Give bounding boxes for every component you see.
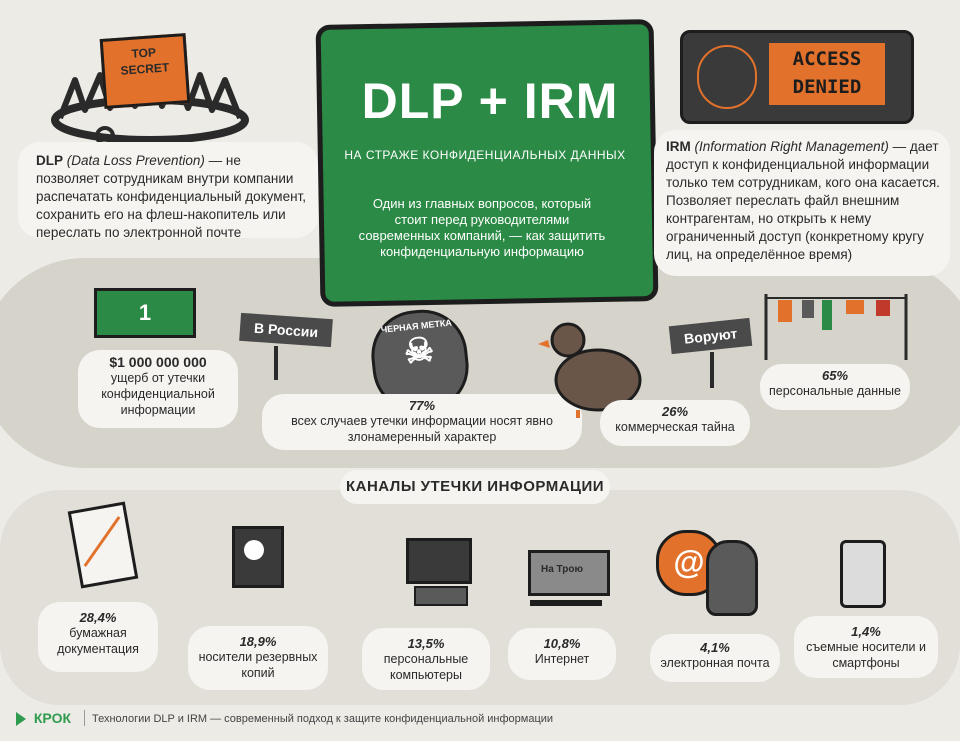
channel-backup: 18,9% носители резервных копий (188, 634, 328, 681)
email-symbol: @ (673, 544, 705, 580)
channel-email-label: электронная почта (660, 656, 770, 670)
intro-text: Один из главных вопросов, который стоит … (358, 196, 606, 259)
channel-backup-label: носители резервных копий (198, 650, 318, 680)
dlp-description: DLP (Data Loss Prevention) — не позволяе… (36, 152, 306, 242)
page-subtitle: НА СТРАЖЕ КОНФИДЕНЦИАЛЬНЫХ ДАННЫХ (344, 148, 626, 162)
channel-paper: 28,4% бумажная документация (38, 610, 158, 657)
channel-removable-cloud (794, 616, 938, 678)
phone-tools-icon (840, 540, 886, 608)
irm-expansion: (Information Right Management) (694, 139, 889, 154)
dlp-text: — не позволяет сотрудникам внутри компан… (36, 153, 306, 240)
channel-paper-cloud (38, 602, 158, 672)
damage-label: ущерб от утечки конфиденциальной информа… (101, 371, 215, 417)
safe-carriers-icon (196, 522, 316, 602)
access-denied-line2: DENIED (792, 76, 862, 98)
banknote-value: 1 (138, 300, 152, 325)
channel-pc: 13,5% персональные компьютеры (362, 636, 490, 683)
commercial-cloud (600, 400, 750, 446)
fingerprint-icon (697, 45, 757, 109)
channel-removable: 1,4% съемные носители и смартфоны (794, 624, 938, 671)
krok-logo-mark (16, 712, 26, 727)
sign-steal-label: Воруют (683, 325, 738, 347)
dlp-term: DLP (36, 153, 63, 168)
banknote-icon: 1 (94, 288, 196, 338)
channel-email-value: 4,1% (700, 640, 730, 655)
channel-internet-cloud (508, 628, 616, 680)
personal-stat: 65% персональные данные (760, 368, 910, 399)
channel-paper-value: 28,4% (79, 610, 117, 625)
dlp-cloud (18, 142, 318, 238)
irm-description: IRM (Information Right Management) — дае… (666, 138, 942, 264)
channel-paper-label: бумажная документация (57, 626, 139, 656)
personal-label: персональные данные (769, 384, 901, 398)
channel-removable-label: съемные носители и смартфоны (806, 640, 926, 670)
personal-cloud (760, 364, 910, 410)
flying-document-icon (50, 500, 150, 590)
channel-backup-value: 18,9% (239, 634, 277, 649)
footer-separator (84, 710, 85, 726)
malicious-value: 77% (408, 398, 436, 413)
commercial-stat: 26% коммерческая тайна (600, 404, 750, 435)
channel-backup-cloud (188, 626, 328, 690)
access-denied-line1: ACCESS (792, 48, 862, 70)
damage-stat: $1 000 000 000 ущерб от утечки конфиденц… (82, 354, 234, 418)
access-denied-sign: ACCESS DENIED (769, 43, 885, 105)
commercial-value: 26% (661, 404, 689, 419)
clothesline-icon (756, 290, 916, 365)
channel-internet-label: Интернет (534, 652, 590, 666)
page-title: DLP + IRM (361, 73, 619, 129)
monitor-screen: ACCESS DENIED (680, 30, 914, 124)
top-secret-folder: TOP SECRET (99, 33, 191, 109)
malicious-cloud (262, 394, 582, 450)
channel-pc-value: 13,5% (407, 636, 445, 651)
channel-internet-value: 10,8% (543, 636, 581, 651)
damage-value: $1 000 000 000 (109, 354, 207, 370)
sign-steal-post (710, 352, 714, 388)
personal-value: 65% (821, 368, 849, 383)
channel-removable-value: 1,4% (851, 624, 881, 639)
irm-term: IRM (666, 139, 691, 154)
malicious-label: всех случаев утечки информации носят явн… (291, 414, 553, 444)
damage-cloud (78, 350, 238, 428)
irm-cloud (654, 130, 950, 276)
channel-pc-label: персональные компьютеры (383, 652, 469, 682)
computer-monster-icon (400, 530, 480, 610)
horse-label: На Трою (540, 564, 584, 575)
rat-icon (706, 540, 758, 616)
commercial-label: коммерческая тайна (615, 420, 735, 434)
channel-pc-cloud (362, 628, 490, 690)
dlp-expansion: (Data Loss Prevention) (66, 153, 205, 168)
footer-text: Технологии DLP и IRM — современный подхо… (92, 713, 554, 725)
channel-email-cloud (650, 634, 780, 682)
krok-logo-text: КРОК (33, 710, 72, 726)
channel-internet: 10,8% Интернет (508, 636, 616, 667)
irm-text: — дает доступ к конфиденциальной информа… (666, 139, 940, 262)
channels-heading: КАНАЛЫ УТЕЧКИ ИНФОРМАЦИИ (340, 470, 610, 504)
krok-logo[interactable]: КРОК (16, 710, 72, 727)
green-board (315, 19, 659, 307)
trojan-horse-icon: На Трою (522, 520, 612, 616)
sign-russia-post (274, 346, 278, 380)
channel-email: 4,1% электронная почта (650, 640, 780, 671)
malicious-stat: 77% всех случаев утечки информации носят… (264, 398, 580, 445)
sign-russia-label: В России (253, 319, 319, 341)
